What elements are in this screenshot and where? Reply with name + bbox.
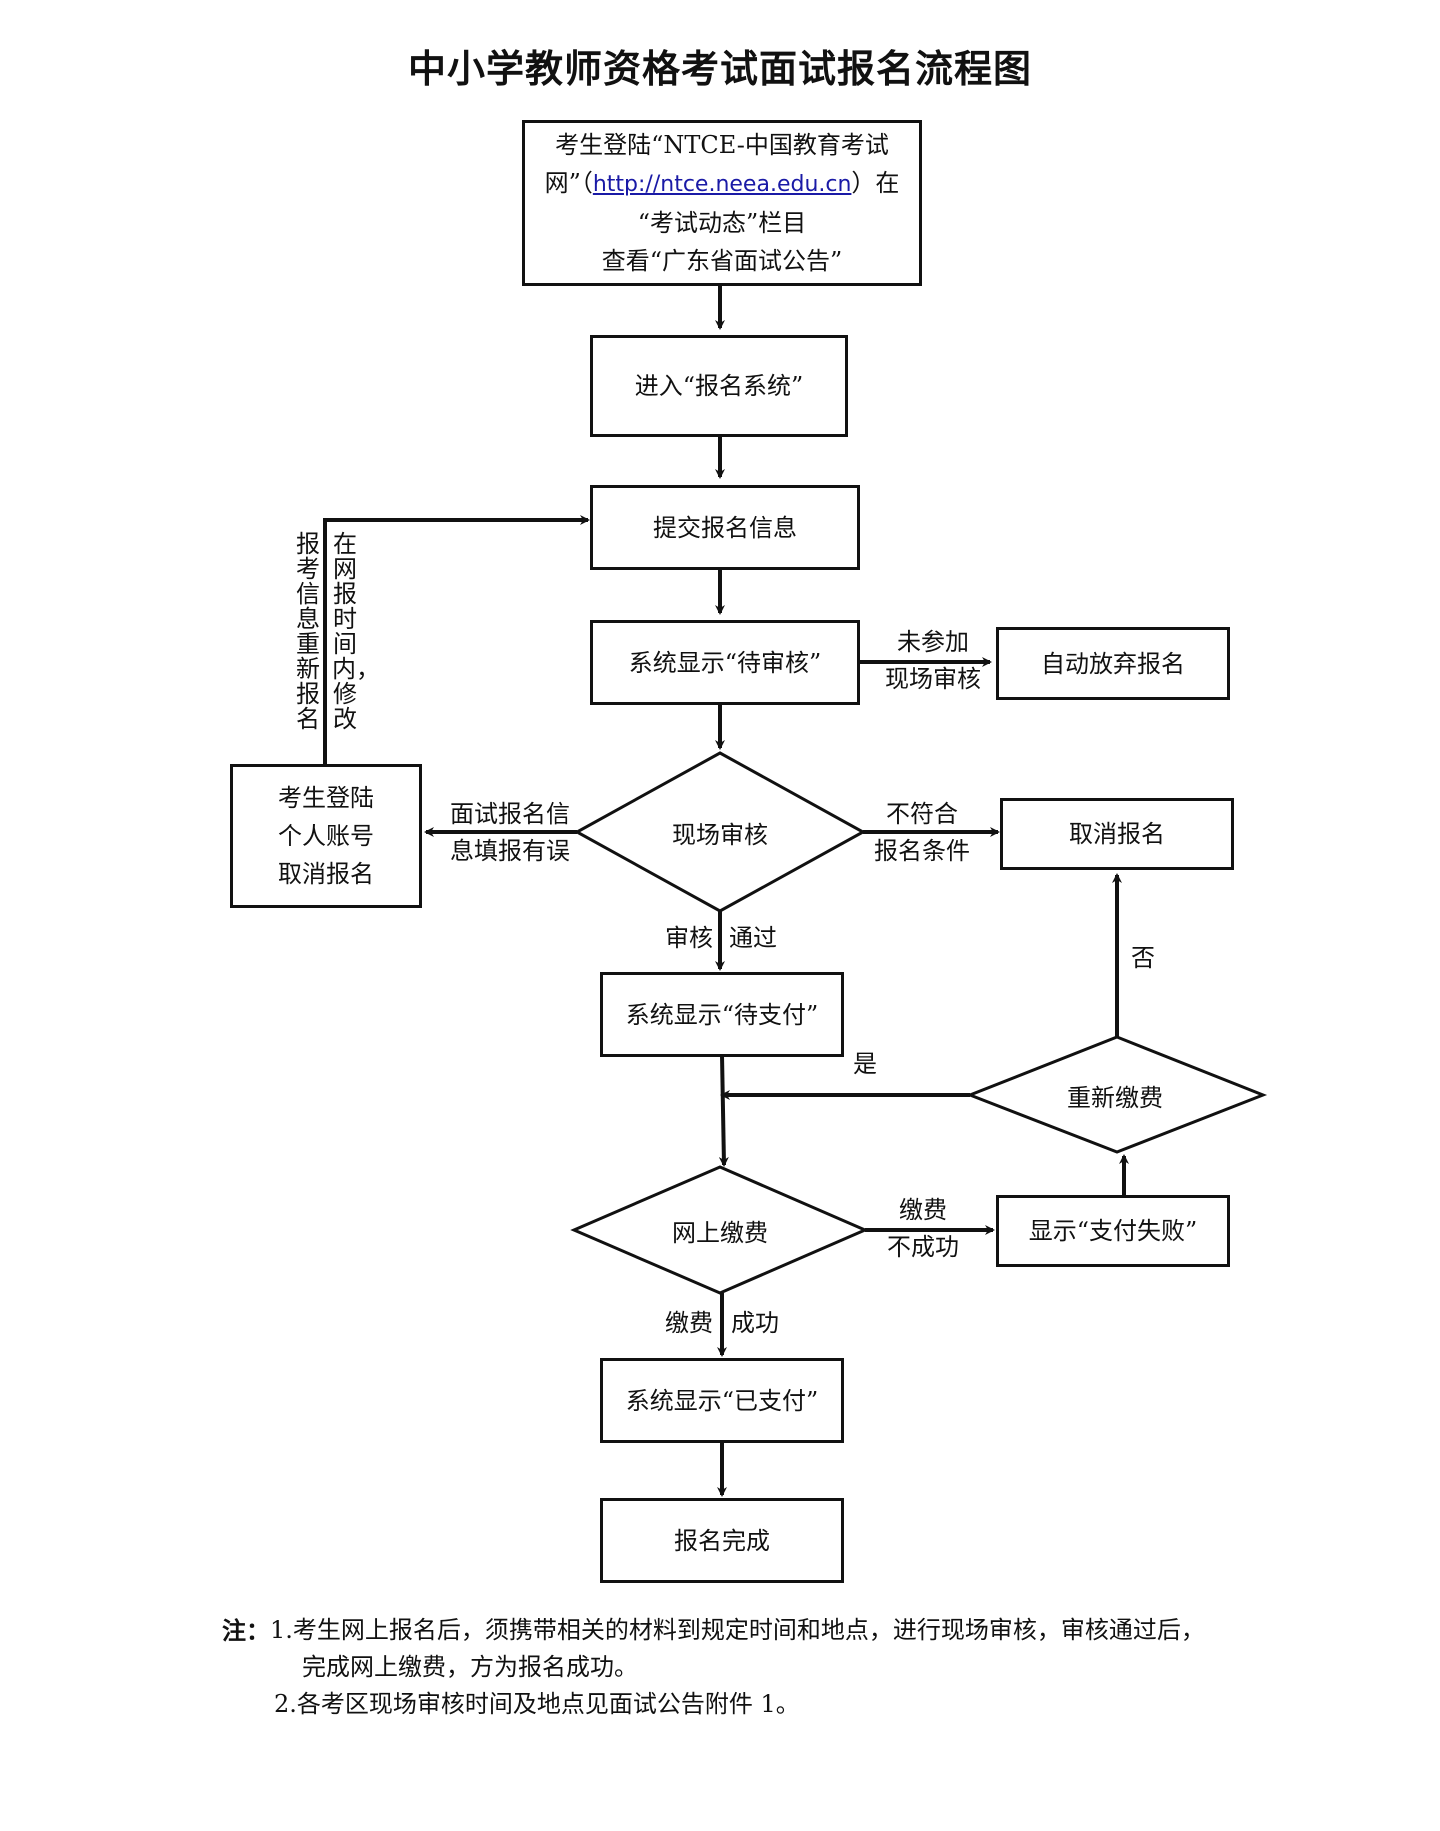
edge-label-not-attend: 未参加 现场审核 (870, 624, 996, 698)
edge-not-meet-line2: 报名条件 (874, 837, 970, 865)
box-auto-abandon: 自动放弃报名 (996, 627, 1230, 700)
note-1: 注： 1.考生网上报名后，须携带相关的材料到规定时间和地点，进行现场审核，审核通… (222, 1612, 1205, 1649)
loop-label-within-period: 在网报时间内，修改 (332, 530, 380, 733)
ntce-link[interactable]: http://ntce.neea.edu.cn (592, 172, 852, 197)
edge-not-attend-line1: 未参加 (897, 628, 969, 656)
pending-pay-label: 系统显示“待支付” (625, 1000, 819, 1029)
box-payment-failed: 显示“支付失败” (996, 1195, 1230, 1267)
page-title: 中小学教师资格考试面试报名流程图 (407, 47, 1032, 91)
cancel-account-line2: 个人账号 (278, 822, 374, 850)
edge-pay-fail-line1: 缴费 (899, 1196, 947, 1224)
cancel-account-line3: 取消报名 (278, 860, 374, 888)
edge-label-not-meet: 不符合 报名条件 (862, 796, 982, 870)
step-pending-payment: 系统显示“待支付” (600, 972, 844, 1057)
pay-failed-label: 显示“支付失败” (1028, 1217, 1198, 1245)
edge-label-pay-success-left: 缴费 (665, 1309, 713, 1337)
edge-label-review-pass-left: 审核 (665, 924, 713, 952)
auto-abandon-label: 自动放弃报名 (1041, 649, 1185, 678)
edge-label-yes: 是 (853, 1050, 877, 1078)
diamond-repay (965, 1035, 1268, 1154)
step1-line2-post: ）在 (851, 169, 900, 197)
paid-label: 系统显示“已支付” (625, 1386, 819, 1415)
edge-not-attend-line2: 现场审核 (885, 665, 981, 693)
edge-not-meet-line1: 不符合 (886, 800, 958, 828)
step1-line2: 网”（http://ntce.neea.edu.cn）在 (545, 164, 900, 204)
edge-info-error-line1: 面试报名信 (450, 800, 570, 828)
note-1-line1: 1.考生网上报名后，须携带相关的材料到规定时间和地点，进行现场审核，审核通过后， (270, 1616, 1205, 1644)
step1-line4: 查看“广东省面试公告” (601, 247, 843, 275)
cancel-account-line1: 考生登陆 (278, 784, 374, 812)
notes: 注： 1.考生网上报名后，须携带相关的材料到规定时间和地点，进行现场审核，审核通… (222, 1612, 1205, 1723)
note-2: 2.各考区现场审核时间及地点见面试公告附件 1。 (274, 1690, 800, 1718)
repay-label: 重新缴费 (1067, 1083, 1163, 1112)
step3-label: 提交报名信息 (653, 513, 797, 542)
onsite-review-label: 现场审核 (672, 820, 768, 849)
step-submit-info: 提交报名信息 (590, 485, 860, 570)
edge-label-no: 否 (1131, 944, 1155, 972)
step1-line3: “考试动态”栏目 (637, 209, 807, 237)
step-login-ntce: 考生登陆“NTCE-中国教育考试 网”（http://ntce.neea.edu… (522, 120, 922, 286)
step-done: 报名完成 (600, 1498, 844, 1583)
step-pending-review: 系统显示“待审核” (590, 620, 860, 705)
notes-label: 注： (222, 1616, 270, 1645)
arrow-loop-resubmit (323, 515, 590, 764)
step2-label: 进入“报名系统” (634, 372, 804, 400)
step-paid: 系统显示“已支付” (600, 1358, 844, 1443)
edge-label-review-pass-right: 通过 (729, 924, 777, 952)
edge-info-error-line2: 息填报有误 (450, 837, 570, 865)
edge-label-info-error: 面试报名信 息填报有误 (440, 796, 580, 870)
box-cancel-registration: 取消报名 (1000, 798, 1234, 870)
edge-label-pay-success-right: 成功 (731, 1309, 779, 1337)
online-pay-label: 网上缴费 (672, 1218, 768, 1247)
step4-label: 系统显示“待审核” (628, 648, 822, 677)
edge-label-pay-fail: 缴费 不成功 (868, 1192, 978, 1266)
step1-line1: 考生登陆“NTCE-中国教育考试 (555, 131, 889, 159)
done-label: 报名完成 (674, 1526, 770, 1555)
box-cancel-via-account: 考生登陆 个人账号 取消报名 (230, 764, 422, 908)
loop-label-resubmit: 报考信息重新报名 (296, 530, 320, 733)
cancel-registration-label: 取消报名 (1069, 820, 1165, 848)
step-enter-system: 进入“报名系统” (590, 335, 848, 437)
arrow-pending-to-pay (718, 1054, 729, 1167)
note-1-line2: 完成网上缴费，方为报名成功。 (302, 1653, 638, 1681)
step1-line2-pre: 网”（ (544, 169, 593, 197)
edge-pay-fail-line2: 不成功 (887, 1233, 959, 1261)
